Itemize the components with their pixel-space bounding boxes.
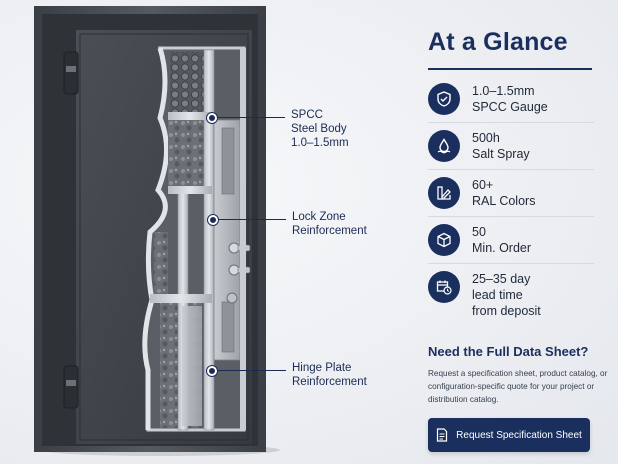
spec-text: 25–35 day lead time from deposit	[472, 271, 541, 319]
box-icon	[428, 224, 460, 256]
shield-check-icon	[428, 83, 460, 115]
callout-steel-body-line3: 1.0–1.5mm	[291, 137, 349, 149]
callout-line	[218, 219, 286, 220]
spec-label: Min. Order	[472, 241, 532, 255]
spec-row-lead-time: 25–35 day lead time from deposit	[428, 264, 594, 326]
color-swatch-icon	[428, 177, 460, 209]
cta-title: Need the Full Data Sheet?	[428, 344, 589, 359]
callout-steel-body-line2: Steel Body	[291, 123, 347, 135]
spec-sublabel: from deposit	[472, 304, 541, 318]
callout-line	[217, 370, 286, 371]
callout-dot	[207, 113, 217, 123]
cta-description: Request a specification sheet, product c…	[428, 369, 608, 404]
spec-value: 50	[472, 225, 486, 239]
callout-lock-zone-line1: Lock Zone	[292, 211, 346, 223]
at-a-glance-panel: At a Glance 1.0–1.5mm SPCC Gauge 500h Sa…	[428, 26, 607, 452]
callout-steel-body: SPCC Steel Body 1.0–1.5mm	[207, 108, 349, 150]
spec-text: 60+ RAL Colors	[472, 177, 535, 209]
request-spec-sheet-button[interactable]: Request Specification Sheet	[428, 418, 590, 452]
door-cutaway-graphic	[34, 6, 280, 456]
callout-steel-body-line1: SPCC	[291, 109, 323, 121]
spec-label: lead time	[472, 288, 523, 302]
spec-value: 500h	[472, 131, 500, 145]
callout-lock-zone-label: Lock Zone Reinforcement	[292, 210, 367, 238]
callout-dot	[208, 215, 218, 225]
callout-steel-body-label: SPCC Steel Body 1.0–1.5mm	[291, 108, 349, 150]
spec-list: 1.0–1.5mm SPCC Gauge 500h Salt Spray 60+…	[428, 76, 594, 326]
spec-text: 500h Salt Spray	[472, 130, 530, 162]
spec-row-gauge: 1.0–1.5mm SPCC Gauge	[428, 76, 594, 123]
spec-label: SPCC Gauge	[472, 100, 548, 114]
calendar-clock-icon	[428, 271, 460, 303]
callout-hinge-plate-label: Hinge Plate Reinforcement	[292, 361, 367, 389]
title-divider	[428, 68, 592, 70]
document-icon	[436, 428, 448, 442]
spec-text: 50 Min. Order	[472, 224, 531, 256]
spec-value: 60+	[472, 178, 494, 192]
spec-row-salt-spray: 500h Salt Spray	[428, 123, 594, 170]
panel-title: At a Glance	[428, 28, 568, 56]
callout-hinge-plate: Hinge Plate Reinforcement	[207, 361, 367, 389]
callout-hinge-plate-line1: Hinge Plate	[292, 362, 352, 374]
callout-lock-zone: Lock Zone Reinforcement	[208, 210, 367, 238]
door-illustration: SPCC Steel Body 1.0–1.5mm Lock Zone Rein…	[34, 6, 367, 456]
spec-text: 1.0–1.5mm SPCC Gauge	[472, 83, 548, 115]
callout-hinge-plate-line2: Reinforcement	[292, 376, 367, 388]
spec-label: RAL Colors	[472, 194, 536, 208]
spec-row-ral-colors: 60+ RAL Colors	[428, 170, 594, 217]
spec-value: 1.0–1.5mm	[472, 84, 535, 98]
callout-dot	[207, 366, 217, 376]
spec-label: Salt Spray	[472, 147, 530, 161]
callout-lock-zone-line2: Reinforcement	[292, 225, 367, 237]
spec-value: 25–35 day	[472, 272, 531, 286]
spec-row-min-order: 50 Min. Order	[428, 217, 594, 264]
request-spec-sheet-label: Request Specification Sheet	[456, 429, 582, 441]
water-drop-icon	[428, 130, 460, 162]
callout-line	[217, 117, 285, 118]
